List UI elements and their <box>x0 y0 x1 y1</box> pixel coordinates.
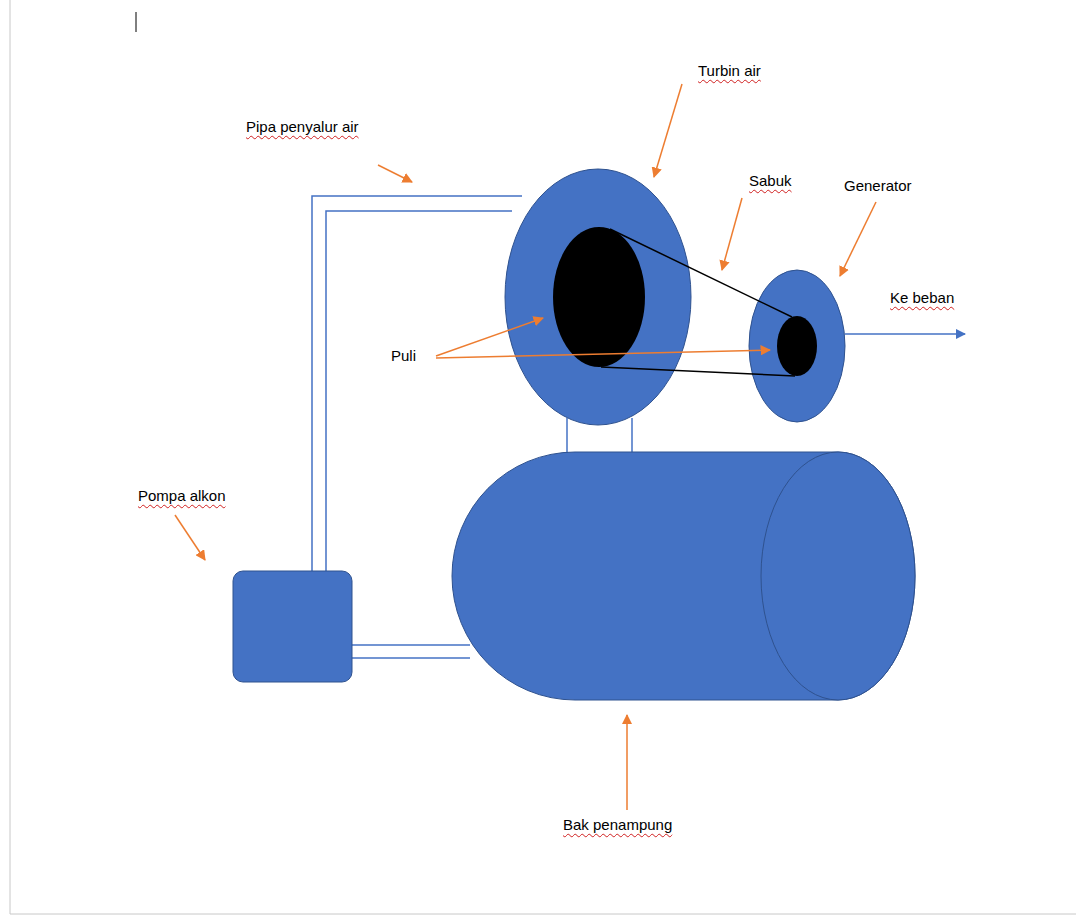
generator-body <box>749 270 845 422</box>
turbine-pulley <box>553 227 645 367</box>
page-edge <box>10 0 11 914</box>
callout-label: Puli <box>390 347 417 365</box>
callout-label: Pompa alkon <box>137 487 227 505</box>
callout-label: Ke beban <box>889 289 955 307</box>
turbine-body <box>505 169 691 425</box>
leader-arrow <box>175 84 876 810</box>
storage-tank <box>452 452 915 700</box>
pump-body <box>233 571 352 682</box>
callout-label: Turbin air <box>697 62 762 80</box>
generator-pulley <box>777 316 817 376</box>
callout-label: Bak penampung <box>562 816 673 834</box>
text-cursor <box>136 12 137 32</box>
callout-label: Pipa penyalur air <box>245 118 360 136</box>
page-edge <box>10 914 1076 915</box>
output-arrow <box>845 333 965 335</box>
callout-label: Generator <box>843 177 913 195</box>
callout-label: Sabuk <box>748 172 793 190</box>
